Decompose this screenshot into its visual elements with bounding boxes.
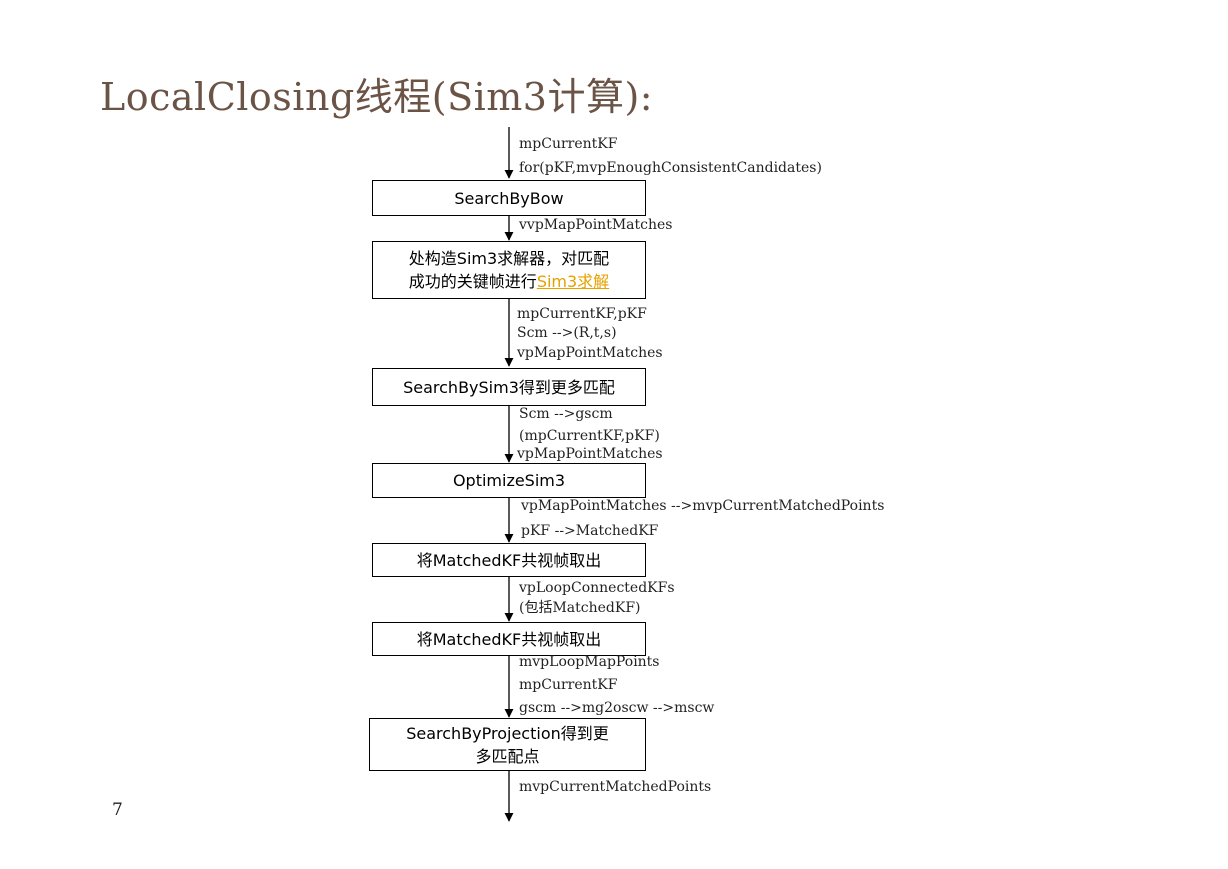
search-by-projection-box: SearchByProjection得到更 多匹配点: [369, 718, 646, 771]
edge-label: (包括MatchedKF): [519, 600, 641, 616]
edge-label: mpCurrentKF: [519, 136, 618, 152]
optimize-sim3-text: OptimizeSim3: [452, 471, 566, 490]
edge-label: vpMapPointMatches -->mvpCurrentMatchedPo…: [521, 498, 885, 514]
edge-label: Scm -->(R,t,s): [517, 325, 617, 341]
edge-label: vvpMapPointMatches: [519, 217, 673, 233]
search-by-sim3-box: SearchBySim3得到更多匹配: [372, 368, 646, 406]
slide-title: LocalClosing线程(Sim3计算):: [100, 75, 654, 119]
edge-label: mpCurrentKF: [519, 677, 618, 693]
edge-label: vpLoopConnectedKFs: [519, 580, 675, 596]
search-by-projection-line1: SearchByProjection得到更: [406, 723, 609, 743]
sim3-solver-line1: 处构造Sim3求解器，对匹配: [408, 249, 610, 268]
search-by-sim3-text: SearchBySim3得到更多匹配: [403, 377, 615, 397]
edge-label: mpCurrentKF,pKF: [517, 306, 647, 322]
optimize-sim3-box: OptimizeSim3: [372, 463, 646, 498]
sim3-solver-line2-text: 成功的关键帧进行: [408, 272, 537, 291]
sim3-solver-box: 处构造Sim3求解器，对匹配 成功的关键帧进行Sim3求解: [372, 241, 646, 299]
covisible-frames-text-2: 将MatchedKF共视帧取出: [416, 629, 602, 649]
edge-label: mvpCurrentMatchedPoints: [519, 779, 712, 795]
edge-label: Scm -->gscm: [519, 406, 613, 422]
edge-label: gscm -->mg2oscw -->mscw: [519, 700, 715, 716]
covisible-frames-box-1: 将MatchedKF共视帧取出: [372, 543, 646, 577]
covisible-frames-box-2: 将MatchedKF共视帧取出: [372, 622, 646, 656]
sim3-solve-link[interactable]: Sim3求解: [536, 272, 610, 291]
search-by-bow-text: SearchByBow: [454, 188, 564, 208]
edge-label: vpMapPointMatches: [517, 345, 663, 361]
search-by-bow-box: SearchByBow: [372, 180, 646, 216]
page-number: 7: [112, 800, 123, 820]
edge-label: pKF -->MatchedKF: [521, 523, 659, 539]
edge-label: (mpCurrentKF,pKF): [519, 428, 660, 444]
covisible-frames-text-1: 将MatchedKF共视帧取出: [416, 550, 602, 570]
edge-label: mvpLoopMapPoints: [519, 654, 660, 670]
edge-label: vpMapPointMatches: [517, 446, 663, 462]
search-by-projection-line2: 多匹配点: [475, 746, 540, 766]
edge-label: for(pKF,mvpEnoughConsistentCandidates): [519, 160, 822, 176]
sim3-solver-line2: 成功的关键帧进行Sim3求解: [409, 270, 609, 293]
